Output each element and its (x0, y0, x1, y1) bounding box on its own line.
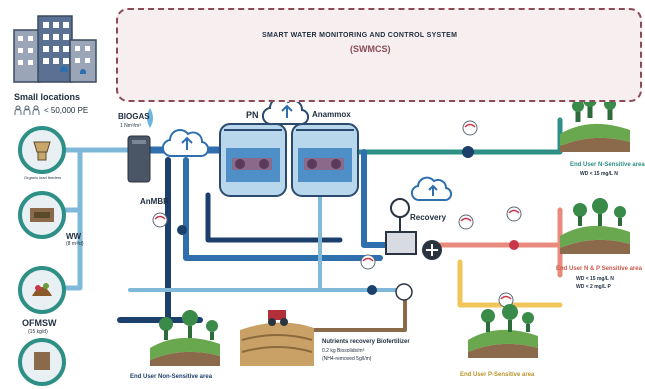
recovery-label: Recovery (410, 213, 447, 222)
end-user-np-sub2: WD < 2 mg/L P (576, 284, 611, 290)
sensor-wifi-icon (360, 254, 376, 270)
toilets-label: Organic load feeders (24, 175, 62, 180)
anammox-tank (291, 123, 359, 197)
field-n-sensitive-icon (560, 93, 630, 152)
end-user-n-sub: WD < 15 mg/L N (580, 171, 618, 177)
people-icons (14, 105, 40, 115)
field-non-sensitive-icon (150, 310, 220, 366)
ofmsw-source-icon (18, 266, 66, 314)
biogas-unit (127, 108, 153, 183)
pn-tank (219, 123, 287, 197)
valve-icon (367, 285, 377, 295)
nutrients-sub1: 0.2 kg Biosolids/m³ (322, 348, 365, 354)
pipe-np-sensitive (437, 207, 563, 248)
ww-source-icon (18, 191, 66, 239)
valve-icon (177, 225, 187, 235)
field-np-sensitive-icon (560, 198, 630, 254)
ww-sub: (8 m³/d) (66, 241, 84, 247)
recovery-unit (385, 176, 453, 301)
buildings-icon (13, 15, 97, 83)
tractor-soil-icon (240, 310, 314, 366)
pn-label: PN (246, 110, 259, 120)
banner-acronym: (SWMCS) (350, 44, 391, 54)
sensor-wifi-icon (506, 206, 522, 222)
bin-source-icon (18, 338, 66, 386)
end-user-fields (150, 93, 630, 366)
sensor-wifi-icon (462, 120, 478, 136)
anammox-label: Anammox (312, 110, 351, 119)
toilet-source-icon (18, 126, 66, 174)
pipe-n-sensitive (337, 117, 563, 155)
end-user-non-label: End User Non-Sensitive area (130, 374, 213, 380)
nutrients-label: Nutrients recovery Biofertilizer (322, 339, 410, 345)
source-circles (18, 126, 66, 386)
end-user-np-label: End User N & P Sensitive area (556, 266, 642, 272)
end-user-p-label: End User P-Sensitive area (460, 372, 535, 378)
end-user-np-sub1: WD < 15 mg/L N (576, 276, 614, 282)
swmcs-banner (116, 8, 642, 102)
ww-label: WW (66, 232, 82, 241)
biogas-sub: 1 Nm³/m³ (120, 123, 141, 129)
biogas-label: BIOGAS (118, 112, 150, 121)
small-locations-pe: < 50,000 PE (44, 106, 89, 115)
ofmsw-label: OFMSW (22, 318, 57, 328)
pipe-nutrients (310, 298, 407, 332)
sensor-wifi-icon (152, 212, 168, 228)
field-p-sensitive-icon (468, 304, 538, 358)
pipe-p-sensitive (457, 259, 563, 308)
sensor-wifi-icon (458, 214, 474, 230)
anmbr-label: AnMBR (140, 197, 169, 206)
nutrients-sub2: (NH4-removed 5g/l/m) (322, 356, 372, 362)
end-user-n-label: End User N-Sensitive area (570, 162, 645, 168)
small-locations-title: Small locations (14, 92, 81, 102)
ofmsw-sub: (15 kg/d) (28, 329, 48, 335)
cloud-upload-anmbr-icon (161, 129, 210, 158)
sensor-wifi-icon (498, 292, 514, 308)
cloud-upload-recovery-icon (410, 176, 453, 202)
valve-icon (462, 146, 474, 158)
banner-title: SMART WATER MONITORING AND CONTROL SYSTE… (262, 32, 458, 39)
sensor-icons (152, 120, 522, 308)
valve-icon (509, 240, 519, 250)
